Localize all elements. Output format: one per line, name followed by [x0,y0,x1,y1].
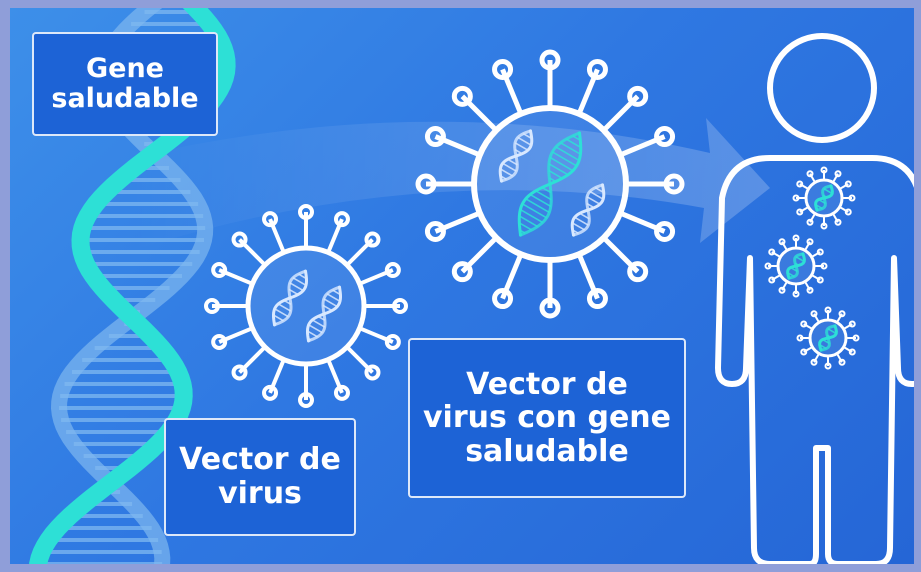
virus-capsid [245,245,367,367]
virus-spike-knob [451,85,473,107]
virus-spike-knob [820,262,828,270]
virus-spike-knob [298,392,314,408]
virus-spike-knob [778,286,786,294]
virus-spike-knob [392,298,408,314]
dna-mini-icon [814,184,834,212]
virus-spike-knob [820,222,828,230]
virus-spike-knob [796,180,804,188]
virus-spike-knob [824,306,832,314]
virus-spike-knob [796,334,804,342]
virus-spike-knob [796,208,804,216]
virus-spike-knob [262,384,279,401]
virus-spike-knob [834,170,842,178]
virus-spike-knob [800,320,808,328]
virus-spike-knob [364,231,381,248]
dna-strand-front [29,8,236,564]
dna-mini-icon [498,129,534,183]
virus-spike-knob [778,238,786,246]
virus-spike-knob [768,248,776,256]
virus-spike-knob [810,310,818,318]
virus-spike-knob [231,364,248,381]
virus-spike-knob [806,170,814,178]
virus-spike-knob [852,334,860,342]
virus-spike-knob [415,173,437,195]
virus-spike-knob [792,290,800,298]
virus-spike-knob [816,248,824,256]
virus-spike-knob [211,262,228,279]
dna-mini-icon [570,183,606,237]
dna-mini-icon [517,131,583,237]
virus-spike-knob [792,194,800,202]
virus-spike-knob [838,358,846,366]
figure-head [767,33,877,143]
virus-spike-knob [262,211,279,228]
virus-spike-knob [654,126,676,148]
virus-spike-knob [231,231,248,248]
virus-vector-with-gene-label: Vector de virus con gene saludable [408,338,686,498]
virus-spike-knob [663,173,685,195]
virus-spike-knob [844,180,852,188]
virus-spike-knob [834,218,842,226]
virus-spike-knob [768,276,776,284]
virus-spike-knob [848,348,856,356]
virus-spike-knob [492,58,514,80]
dna-mini-icon [271,269,309,327]
virus-spike-knob [800,348,808,356]
virus-spike-knob [810,358,818,366]
virus-spike-knob [539,297,561,319]
virus-spike-knob [806,238,814,246]
virus-icon [204,204,408,408]
virus-spike-knob [204,298,220,314]
virus-spike-knob [364,364,381,381]
virus-vector-label: Vector de virus [164,418,356,536]
dna-mini-icon [818,324,838,352]
virus-spike-knob [824,362,832,370]
virus-spike-knob [539,49,561,71]
virus-spike-knob [492,288,514,310]
virus-spike-knob [586,58,608,80]
virus-spike-knob [627,85,649,107]
virus-spike-knob [806,218,814,226]
virus-spike-knob [844,208,852,216]
virus-spike-knob [424,126,446,148]
virus-spike-knob [333,384,350,401]
illustration [29,8,914,564]
dna-mini-icon [786,252,806,280]
virus-spike-knob [586,288,608,310]
virus-spike-knob [627,261,649,283]
virus-spike-knob [384,262,401,279]
virus-spike-knob [848,320,856,328]
virus-spike-knob [211,333,228,350]
virus-spike-knob [838,310,846,318]
virus-spike-knob [820,166,828,174]
virus-spike-knob [816,276,824,284]
virus-spike-knob [764,262,772,270]
virus-spike-knob [333,211,350,228]
virus-spike-knob [654,220,676,242]
virus-with-gene-icon [415,49,685,319]
virus-spike-knob [424,220,446,242]
human-figure-icon [715,33,914,564]
healthy-gene-label: Gene saludable [32,32,218,136]
virus-spike-knob [848,194,856,202]
virus-spike-knob [806,286,814,294]
diagram-panel: Gene saludable Vector de virus Vector de… [10,8,914,564]
figure-body [715,155,914,564]
virus-spike-knob [298,204,314,220]
virus-spike-knob [451,261,473,283]
virus-spike-knob [792,234,800,242]
virus-spike-knob [384,333,401,350]
dna-mini-icon [305,285,343,343]
